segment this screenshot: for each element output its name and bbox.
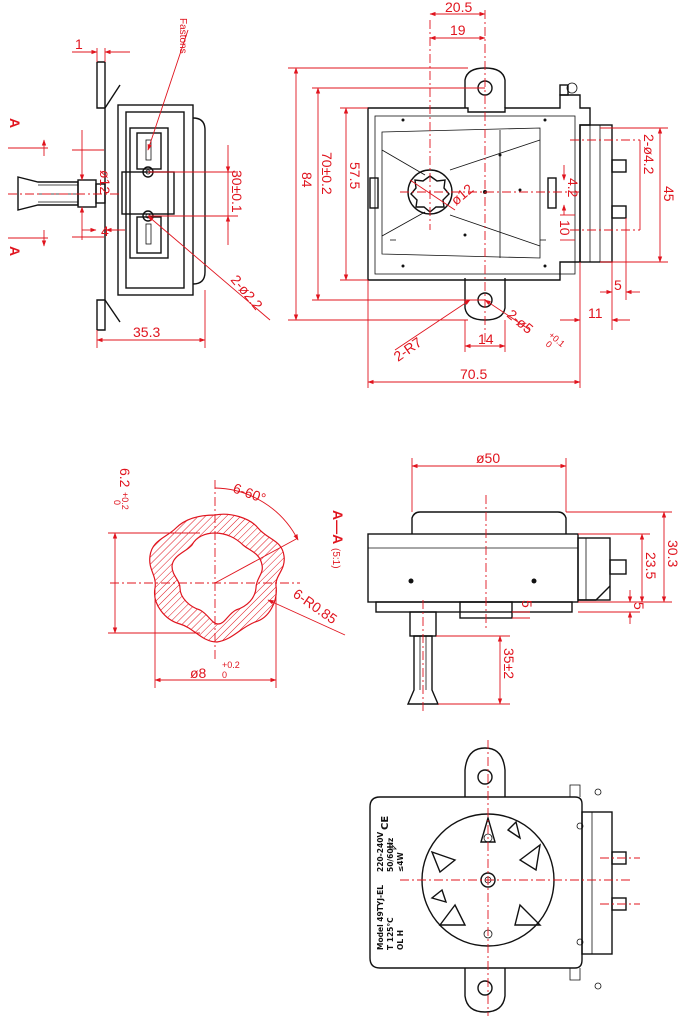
dim-d12-front: ø12 [448,180,477,208]
front-view: 20.5 19 84 70±0.2 57.5 ø12 45 2-ø4.2 4.2… [288,0,677,388]
dim-353: 35.3 [133,324,160,340]
label-freq: 50/60Hz [386,838,395,872]
label-voltage: 220-240V [376,832,385,872]
dim-660: 6-60° [231,480,268,507]
label-power: ≤4W [396,851,405,872]
dim-45: 45 [661,186,677,202]
motor-body-side [117,104,194,296]
motor-back-case [369,796,583,969]
label-temp: T 125°C [386,917,395,950]
gear-plate [367,94,591,281]
label-ce: CE [380,816,391,830]
dim-62-tol-upper: +0.2 [120,492,130,510]
dim-42: 4.2 [565,178,581,198]
dim-d50: ø50 [476,450,500,466]
dim-2d5-tol-lower: 0 [544,339,554,350]
dim-5-front: 5 [614,277,622,293]
dim-d8-tol-upper: +0.2 [222,660,240,670]
dim-19: 19 [450,22,466,38]
dim-5a: 5 [631,602,647,610]
dim-303: 30.3 [665,540,680,567]
mount-plate-left [96,62,106,330]
dim-705: 70.5 [460,366,487,382]
dim-1: 1 [75,36,83,52]
section-title: A—A [330,510,346,544]
label-model: Model 49TYJ-EL [376,885,385,950]
dim-2d5: 2-ø5 [504,306,536,337]
warning-triangle-icon [389,842,397,850]
fastons-label: Fastons [177,18,188,54]
dim-30-side: 30±0.1 [229,170,245,213]
bottom-lug-back [464,968,506,1013]
section-mark-a-bottom: A [7,246,23,256]
faston-block [129,127,169,259]
mount-plate-ends [97,61,106,331]
dim-4-side: 4 [101,223,109,239]
label-olh: OL H [396,930,405,950]
dim-6r085: 6-R0.85 [290,585,340,627]
dim-84: 84 [299,172,315,188]
dim-5b: 5 [519,600,535,608]
output-shaft [17,176,79,211]
side-view: 1 ø12 4 30±0.1 2-ø2.2 Fastons 35.3 A A [7,18,271,348]
dim-d12-side: ø12 [97,170,113,194]
section-scale: (5:1) [330,548,341,569]
section-mark-a-top: A [7,118,23,128]
dim-d8: ø8 [190,665,207,681]
dim-14: 14 [478,331,494,347]
terminal-housing [579,124,613,263]
dim-d8-tol-lower: 0 [222,670,227,680]
dim-2d42: 2-ø4.2 [641,134,657,175]
motor-body-bottom [367,533,579,603]
terminal-housing-back [581,811,613,955]
label-view: Model 49TYJ-EL 220-240V T 125°C 50/60Hz … [369,740,640,1016]
top-lug-back [464,747,506,797]
section-view: 6-60° 6-R0.85 6.2 +0.2 0 ø8 +0.2 0 A—A (… [108,468,346,688]
gear-housing-side [192,117,206,285]
dim-205: 20.5 [445,0,472,15]
dim-11: 11 [588,305,603,321]
gear-cover-top [411,511,567,534]
dim-2r7: 2-R7 [391,334,425,365]
dim-62: 6.2 [117,468,133,488]
bottom-view: ø50 30.3 23.5 5 5 35±2 [367,450,680,712]
spline-section [149,513,285,643]
dim-235: 23.5 [643,552,659,579]
dim-575: 57.5 [347,162,363,189]
dim-62-tol-lower: 0 [112,500,122,505]
dim-35: 35±2 [501,648,517,679]
motor-body-inner [125,111,185,289]
dim-2d22: 2-ø2.2 [228,272,266,313]
dim-10: 10 [557,220,573,236]
dim-70: 70±0.2 [319,152,335,195]
